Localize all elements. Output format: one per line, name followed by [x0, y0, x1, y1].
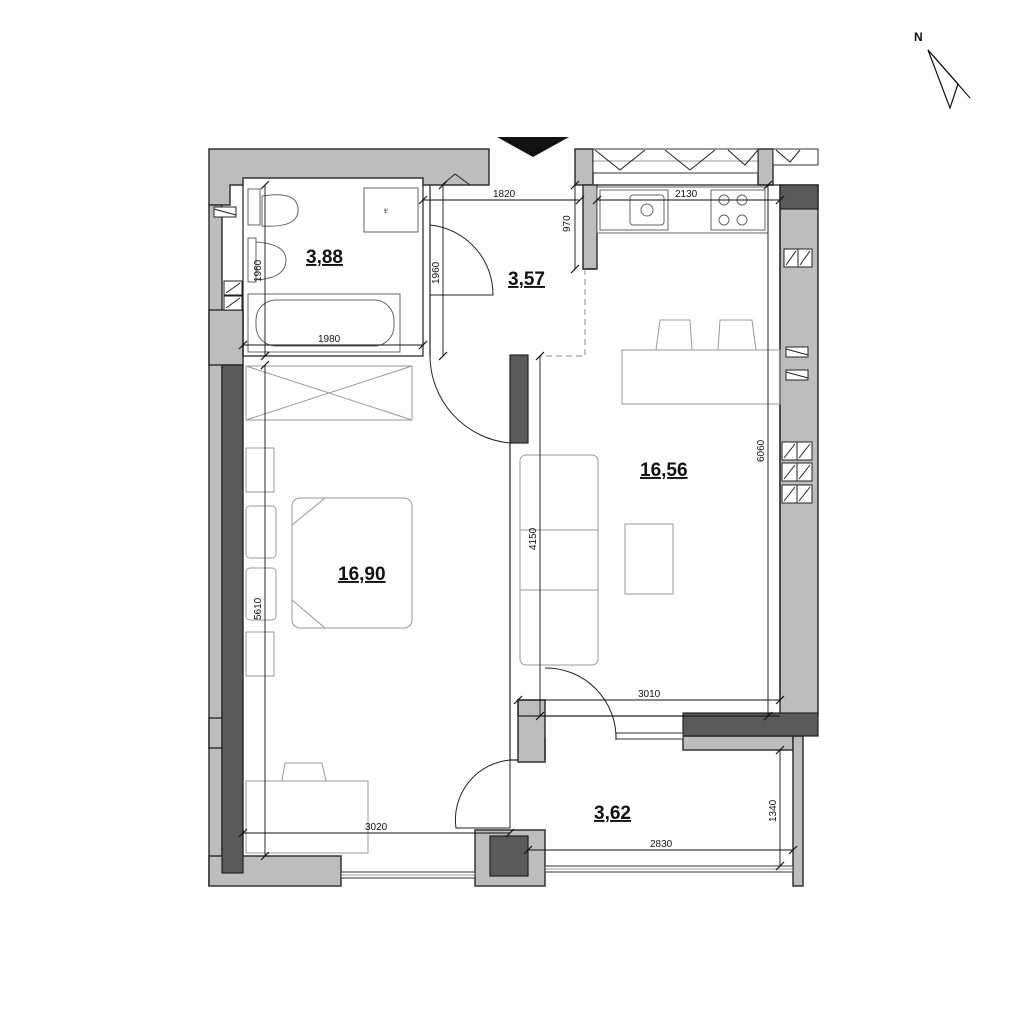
area-kitchen-living: 16,56 [640, 460, 688, 481]
entrance-marker-icon [497, 137, 569, 157]
area-balcony: 3,62 [594, 803, 631, 824]
room-areas: 3,88 3,57 16,56 16,90 3,62 [306, 247, 688, 824]
dim-1820: 1820 [493, 189, 516, 200]
compass-arrow-fill-icon [927, 49, 971, 99]
dim-3020: 3020 [365, 822, 388, 833]
area-bathroom: 3,88 [306, 247, 343, 268]
ventilation-shafts [213, 206, 813, 504]
interior-walls [242, 184, 781, 856]
dim-1960-hall: 1960 [431, 261, 442, 284]
dimension-labels: 1820 2130 970 1960 1960 1980 6060 4150 5… [253, 189, 779, 850]
compass: N [914, 30, 971, 110]
dim-1960-bathroom: 1960 [253, 259, 264, 282]
structural-walls [221, 184, 819, 877]
dim-1340: 1340 [768, 799, 779, 822]
outer-walls [208, 148, 819, 887]
dimension-lines [238, 180, 798, 871]
dim-6060: 6060 [756, 439, 767, 462]
dim-2130: 2130 [675, 189, 698, 200]
compass-north-label: N [914, 30, 923, 44]
dim-2830: 2830 [650, 839, 673, 850]
bathroom-fixtures: ♆ [247, 187, 419, 353]
doors [429, 224, 617, 829]
dim-970: 970 [562, 215, 573, 232]
area-bedroom: 16,90 [338, 564, 386, 585]
dim-5610: 5610 [253, 597, 264, 620]
zone-boundary [540, 269, 586, 357]
dim-4150: 4150 [528, 527, 539, 550]
area-hallway: 3,57 [508, 269, 545, 290]
kitchen-furniture [519, 186, 781, 666]
windows [340, 148, 819, 879]
dim-1980: 1980 [318, 334, 341, 345]
shower-symbol-icon: ♆ [382, 206, 390, 217]
dim-3010: 3010 [638, 689, 661, 700]
bedroom-furniture [245, 365, 413, 854]
